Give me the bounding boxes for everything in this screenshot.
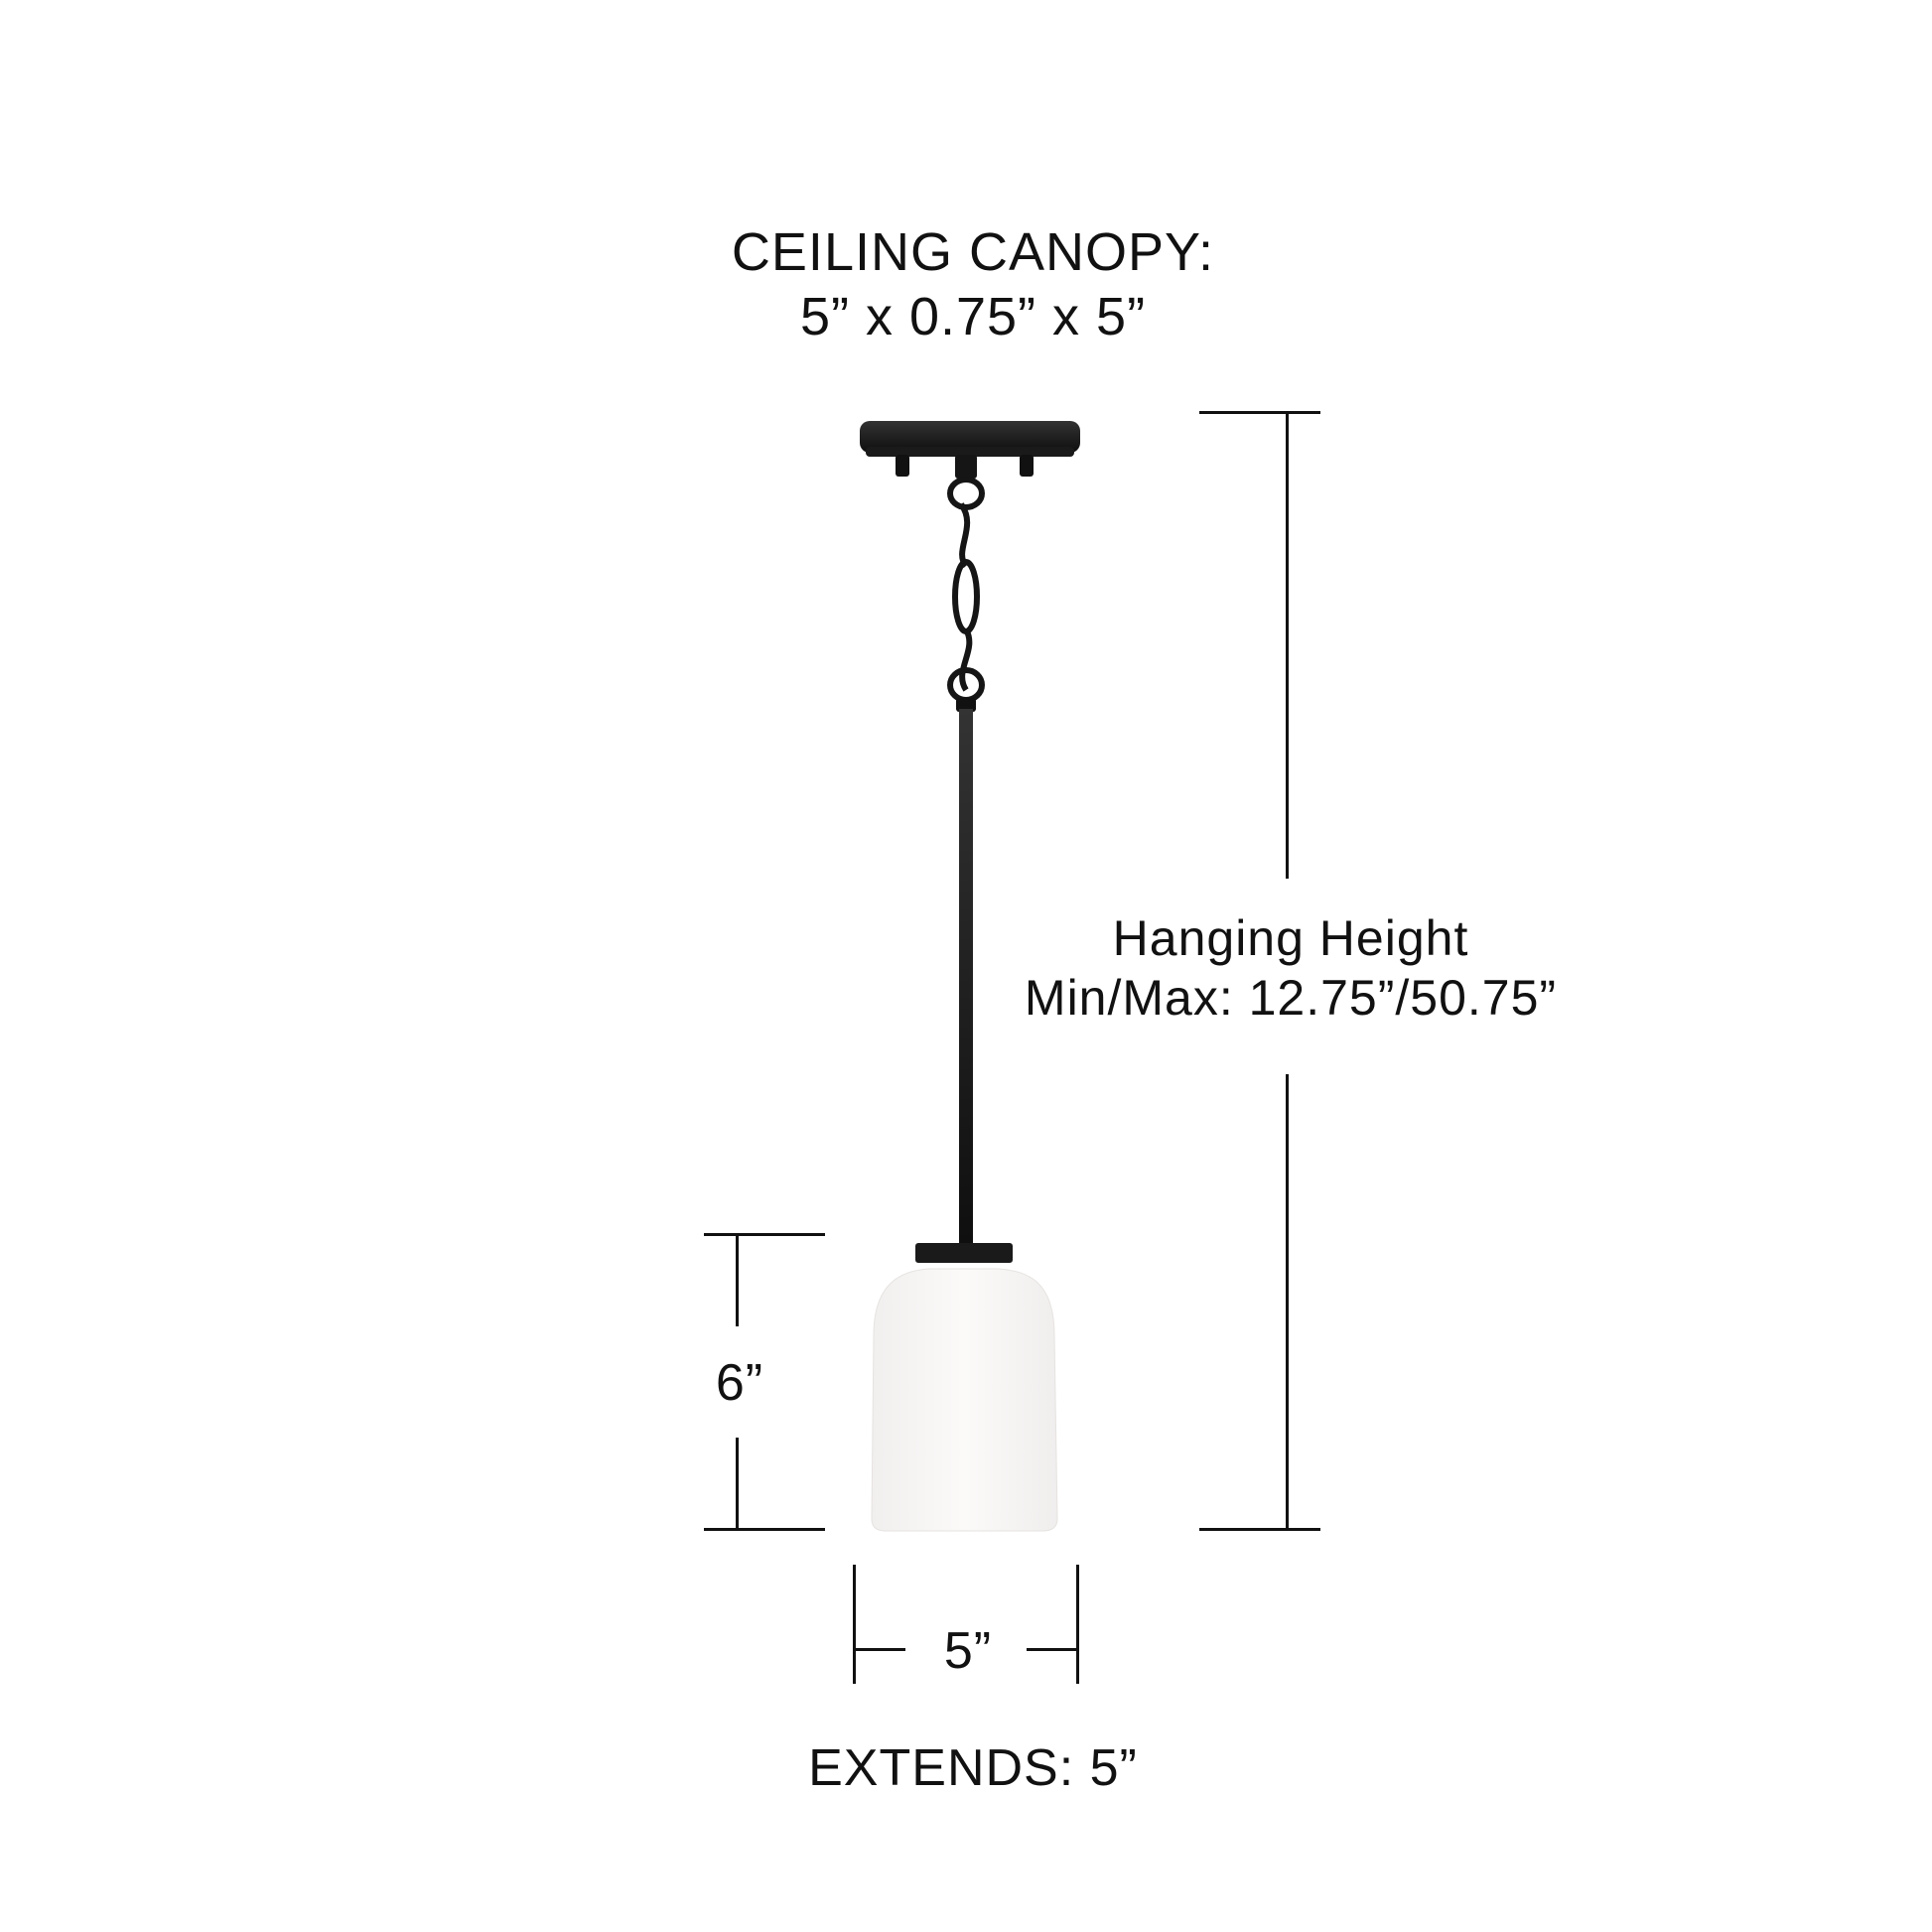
- hanging-height-title: Hanging Height: [1112, 910, 1469, 966]
- shade-width-left-line: [854, 1648, 905, 1651]
- chain: [947, 477, 985, 703]
- shade-height-bottom-tick: [704, 1528, 825, 1531]
- shade-height-label: 6”: [715, 1354, 764, 1412]
- shade-height-lower-line: [736, 1438, 739, 1529]
- extends-label: EXTENDS: 5”: [808, 1739, 1138, 1797]
- shade-width-right-tick: [1076, 1565, 1079, 1684]
- ceiling-canopy: [860, 421, 1080, 479]
- shade-width-right-line: [1027, 1648, 1078, 1651]
- hanging-height-minmax: Min/Max: 12.75”/50.75”: [1024, 970, 1558, 1026]
- shade-width-left-tick: [853, 1565, 856, 1684]
- canopy-dims: 5” x 0.75” x 5”: [799, 286, 1147, 346]
- downrod: [956, 698, 976, 1255]
- hanging-height-label: Hanging Height Min/Max: 12.75”/50.75”: [983, 908, 1598, 1028]
- hanging-height-top-tick: [1199, 411, 1320, 414]
- glass-shade: [871, 1268, 1058, 1532]
- shade-height-top-tick: [704, 1233, 825, 1236]
- canopy-label: CEILING CANOPY: 5” x 0.75” x 5”: [635, 220, 1311, 349]
- shade-height-upper-line: [736, 1234, 739, 1326]
- hanging-height-lower-line: [1286, 1074, 1289, 1529]
- shade-width-label: 5”: [943, 1622, 993, 1680]
- shade-fitter: [915, 1243, 1013, 1263]
- hanging-height-bottom-tick: [1199, 1528, 1320, 1531]
- hanging-height-upper-line: [1286, 412, 1289, 879]
- canopy-title: CEILING CANOPY:: [731, 222, 1215, 282]
